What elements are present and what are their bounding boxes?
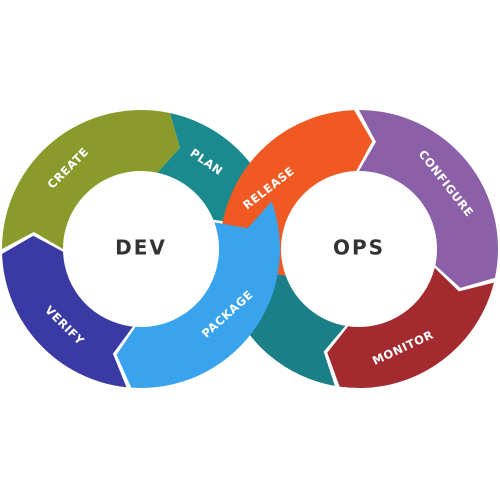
package-segment [116,201,281,388]
monitor-segment [327,267,494,389]
ops-hub-label: OPS [333,236,385,260]
create-segment [2,110,180,249]
configure-segment [359,110,498,288]
dev-hub-label: DEV [115,236,167,260]
verify-segment [2,235,133,388]
